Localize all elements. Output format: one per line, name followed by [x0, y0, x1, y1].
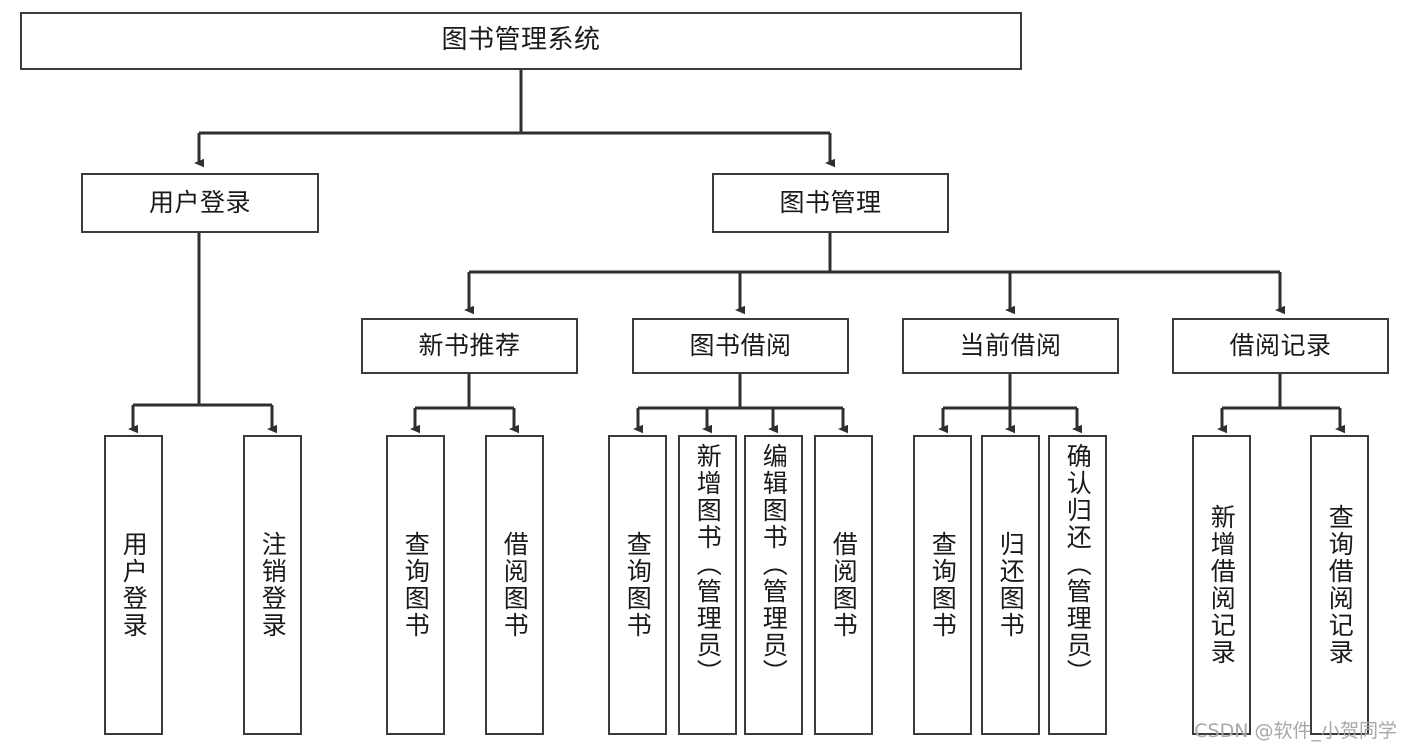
node-new-book-rec-label: 新书推荐: [418, 330, 521, 360]
node-leaf-confirm-return[interactable]: 确认归还（管理员）: [1048, 435, 1107, 735]
node-root-label: 图书管理系统: [441, 25, 601, 56]
node-leaf-user-login[interactable]: 用户登录: [104, 435, 163, 735]
node-leaf-query-book-2-label: 查询图书: [623, 531, 653, 639]
node-leaf-query-book-1-label: 查询图书: [401, 531, 431, 639]
node-leaf-query-book-1[interactable]: 查询图书: [386, 435, 445, 735]
node-borrow-record[interactable]: 借阅记录: [1172, 318, 1389, 374]
node-leaf-query-record-label: 查询借阅记录: [1325, 504, 1355, 666]
node-user-login-label: 用户登录: [148, 187, 251, 217]
node-borrow-record-label: 借阅记录: [1229, 330, 1332, 360]
node-leaf-borrow-book-2[interactable]: 借阅图书: [814, 435, 873, 735]
node-book-borrow[interactable]: 图书借阅: [632, 318, 849, 374]
watermark: CSDN @软件_小贺同学: [1194, 720, 1397, 742]
node-book-manage-label: 图书管理: [779, 187, 882, 217]
node-user-login[interactable]: 用户登录: [81, 173, 319, 233]
node-leaf-add-record[interactable]: 新增借阅记录: [1192, 435, 1251, 735]
node-leaf-query-record[interactable]: 查询借阅记录: [1310, 435, 1369, 735]
node-leaf-add-book[interactable]: 新增图书（管理员）: [678, 435, 737, 735]
node-root[interactable]: 图书管理系统: [20, 12, 1022, 70]
node-leaf-return-book-label: 归还图书: [996, 531, 1026, 639]
node-current-borrow-label: 当前借阅: [959, 330, 1062, 360]
node-leaf-borrow-book-1-label: 借阅图书: [500, 531, 530, 639]
node-new-book-rec[interactable]: 新书推荐: [361, 318, 578, 374]
node-leaf-edit-book[interactable]: 编辑图书（管理员）: [744, 435, 803, 735]
node-leaf-return-book[interactable]: 归还图书: [981, 435, 1040, 735]
node-leaf-query-book-2[interactable]: 查询图书: [608, 435, 667, 735]
node-leaf-user-login-label: 用户登录: [119, 531, 149, 639]
node-leaf-logout-label: 注销登录: [258, 531, 288, 639]
node-leaf-query-book-3-label: 查询图书: [928, 531, 958, 639]
node-leaf-edit-book-label: 编辑图书（管理员）: [759, 443, 789, 686]
node-leaf-add-book-label: 新增图书（管理员）: [693, 443, 723, 686]
node-book-borrow-label: 图书借阅: [689, 330, 792, 360]
node-book-manage[interactable]: 图书管理: [712, 173, 949, 233]
node-leaf-query-book-3[interactable]: 查询图书: [913, 435, 972, 735]
node-leaf-borrow-book-1[interactable]: 借阅图书: [485, 435, 544, 735]
node-current-borrow[interactable]: 当前借阅: [902, 318, 1119, 374]
node-leaf-borrow-book-2-label: 借阅图书: [829, 531, 859, 639]
node-leaf-confirm-return-label: 确认归还（管理员）: [1063, 443, 1093, 686]
node-leaf-logout[interactable]: 注销登录: [243, 435, 302, 735]
node-leaf-add-record-label: 新增借阅记录: [1207, 504, 1237, 666]
